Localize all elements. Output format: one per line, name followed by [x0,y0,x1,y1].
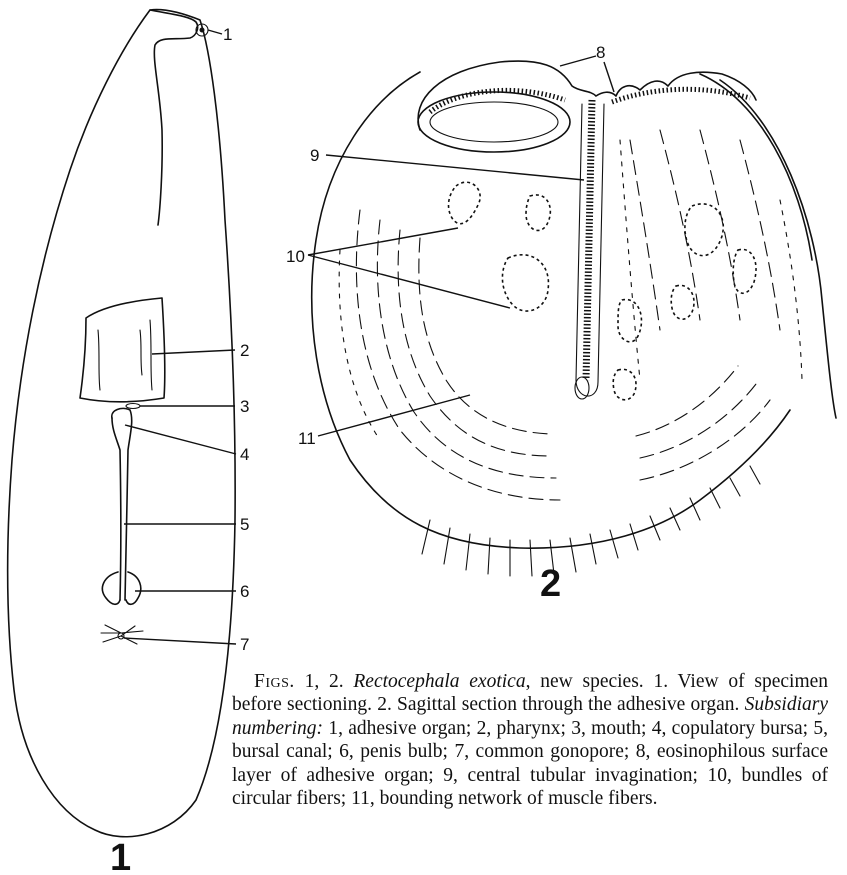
caption-figs-label: Figs. [254,671,295,692]
fig2-label-11: 11 [298,429,316,448]
section-outline [312,72,790,548]
figure-2-number: 2 [540,563,561,605]
fig1-label-1: 1 [223,25,232,44]
adhesive-organ-outline [150,10,198,225]
fig1-label-6: 6 [240,582,249,601]
fig1-label-2: 2 [240,341,249,360]
fig1-label-5: 5 [240,515,249,534]
caption-figure-2-description: 2. Sagittal section through the adhesive… [377,694,739,715]
figure-caption: Figs. 1, 2. Rectocephala exotica, new sp… [232,670,828,810]
caption-species-note: , new species. [526,671,644,692]
copulatory-bursa [112,408,132,600]
adhesive-organ-lobes [418,61,756,130]
fig2-label-8: 8 [596,43,605,62]
fig2-label-9: 9 [310,146,319,165]
fig1-label-7: 7 [240,635,249,654]
figure-1-number: 1 [110,837,131,875]
figure-2-section: 8 9 10 11 2 [286,43,836,605]
caption-species-name: Rectocephala exotica [353,671,525,692]
fig1-label-3: 3 [240,397,249,416]
figure-1-specimen: 1 2 3 4 5 6 7 1 [8,10,250,875]
fig2-label-10: 10 [286,247,305,266]
central-invagination [586,100,592,380]
caption-figure-numbers: 1, 2. [305,671,344,692]
fig1-label-4: 4 [240,445,249,464]
penis-bulb [102,572,120,604]
specimen-outline [8,10,235,837]
